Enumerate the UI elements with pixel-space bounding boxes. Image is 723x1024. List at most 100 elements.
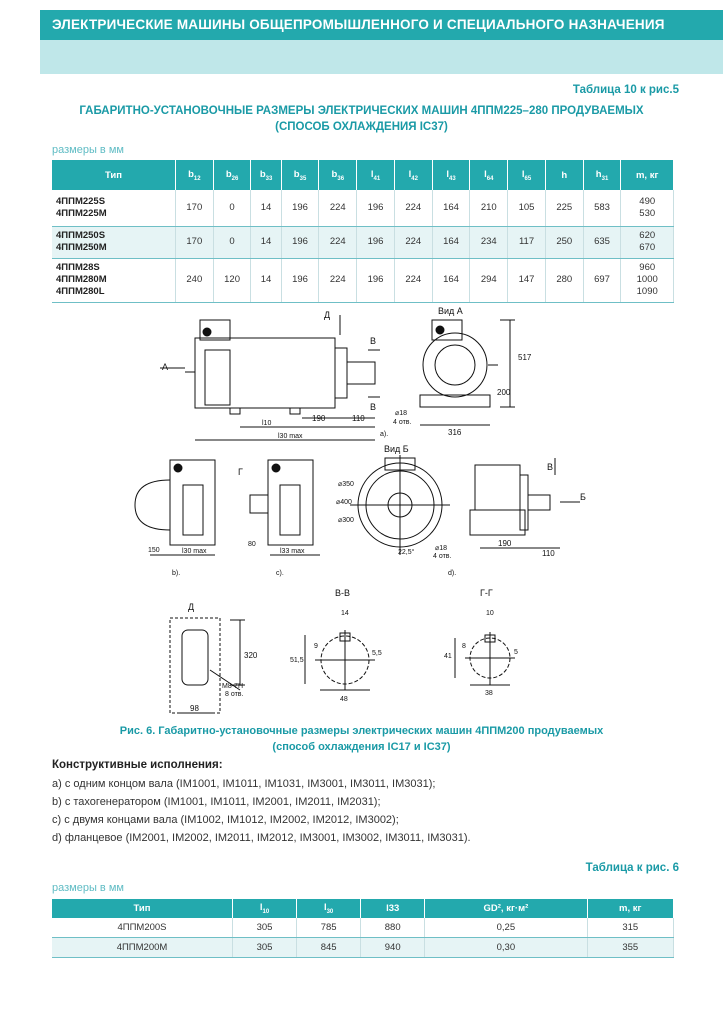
table1-header-sub: 42 (411, 175, 418, 182)
table1-header-11: h (545, 160, 584, 190)
label-section-vv: В-В (335, 588, 350, 598)
table1-header-sub: 64 (486, 175, 494, 182)
table1-header-main: l (408, 168, 412, 180)
section-gg (454, 632, 515, 686)
table1-header-main: l (446, 168, 450, 180)
table1-header-2: b26 (213, 160, 252, 190)
table1-cell: 224 (394, 190, 433, 227)
table2-cell: 880 (360, 918, 426, 938)
label-vv-14: 14 (341, 610, 349, 617)
table2-header-4: GD², кг·м² (424, 899, 588, 918)
table2-header-sub: 10 (262, 908, 270, 915)
table1-header-main: l (521, 168, 525, 180)
section-vv (304, 630, 375, 691)
label-d-detail: Д (188, 602, 194, 612)
table1-header-5: b36 (318, 160, 358, 190)
label-hole1: ⌀18 (395, 410, 407, 417)
table2-header-0: Тип (52, 899, 233, 918)
main-side-view (160, 315, 380, 441)
table1-header-6: l41 (356, 160, 395, 190)
label-316: 316 (448, 428, 462, 437)
table2-cell: 4ППМ200M (52, 937, 233, 958)
table1-cell: 196 (356, 190, 395, 227)
label-vv-515: 51,5 (290, 657, 304, 664)
table2-cell: 315 (587, 918, 675, 938)
table2-header-sub: 30 (326, 908, 334, 915)
table1-header-12: h31 (583, 160, 622, 190)
table2-header-1: l10 (232, 899, 298, 918)
table1-header-8: l43 (432, 160, 471, 190)
table1-header-1: b12 (175, 160, 214, 190)
label-vv-48: 48 (340, 696, 348, 703)
table1-cell: 224 (318, 226, 358, 259)
table1-header-0: Тип (52, 160, 176, 190)
table1-header-main: b (259, 168, 266, 180)
label-98: 98 (190, 704, 199, 713)
table1-header-main: b (293, 168, 300, 180)
label-110: 110 (352, 414, 365, 423)
table2-header-main: GD², кг·м² (483, 903, 529, 914)
table1-cell: 583 (583, 190, 622, 227)
page-header-title: ЭЛЕКТРИЧЕСКИЕ МАШИНЫ ОБЩЕПРОМЫШЛЕННОГО И… (52, 17, 665, 32)
table2-cell: 305 (232, 937, 298, 958)
label-vid-a: Вид А (438, 306, 463, 316)
table1-cell: 224 (318, 190, 358, 227)
label-vv-55: 5,5 (372, 650, 382, 657)
table1-header-sub: 31 (601, 175, 609, 182)
table1-header-main: m, кг (635, 169, 659, 181)
label-d: Д (324, 310, 330, 320)
table2-cell: 940 (360, 937, 426, 958)
label-v-bottom: В (370, 402, 376, 412)
table2-header-main: l33 (386, 903, 400, 914)
label-vid-b: Вид Б (384, 444, 409, 454)
table2-cell: 845 (296, 937, 362, 958)
label-150: 150 (148, 547, 160, 554)
table1-header-main: b (331, 168, 338, 180)
table2-cell: 355 (587, 937, 675, 958)
flange-side-view (469, 458, 580, 549)
table1-header-main: Тип (104, 169, 122, 181)
label-vv-9: 9 (314, 643, 318, 650)
table1-cell: 196 (281, 258, 320, 303)
label-l33max: l33 max (280, 548, 305, 555)
label-320: 320 (244, 651, 258, 660)
table1-cell: 196 (281, 226, 320, 259)
label-gg-41: 41 (444, 653, 452, 660)
table1-cell: 105 (507, 190, 546, 227)
label-517: 517 (518, 353, 532, 362)
table2-header-3: l33 (360, 899, 426, 918)
table1-header-main: l (370, 168, 374, 180)
page-header-band (40, 40, 723, 74)
constructions-title: Конструктивные исполнения: (52, 759, 223, 771)
table1-cell: 210 (469, 190, 509, 227)
table1-header-4: b35 (281, 160, 320, 190)
table1-cell: 234 (469, 226, 509, 259)
table1-header-13: m, кг (620, 160, 674, 190)
figure-caption-line1: Рис. 6. Габаритно-установочные размеры э… (119, 725, 604, 737)
table1-title-line2: (СПОСОБ ОХЛАЖДЕНИЯ IC37) (275, 121, 448, 133)
table1-header-7: l42 (394, 160, 433, 190)
table1-cell: 250 (545, 226, 584, 259)
sublabel-c: c). (276, 570, 284, 577)
label-hole2b: 4 отв. (433, 553, 452, 560)
sublabel-b: b). (172, 570, 180, 577)
table1-header-main: h (595, 168, 602, 180)
table1-cell: 170 (175, 226, 214, 259)
table1-cell: 0 (213, 190, 252, 227)
view-b-flange (350, 455, 450, 555)
table1-cell: 14 (250, 226, 282, 259)
table1-header-sub: 35 (299, 175, 307, 182)
table1-cell: 225 (545, 190, 584, 227)
figure-caption-line2: (способ охлаждения IC17 и IC37) (272, 741, 451, 753)
table1-cell: 164 (432, 190, 471, 227)
view-a (419, 319, 515, 426)
label-v-top: В (370, 336, 376, 346)
table1-header-10: l65 (507, 160, 546, 190)
table1-cell: 280 (545, 258, 584, 303)
construction-item-a: а) с одним концом вала (IM1001, IM1011, … (52, 778, 436, 790)
table2-cell: 4ППМ200S (52, 918, 233, 938)
label-v-flange: В (547, 462, 553, 472)
label-l30max-b: l30 max (182, 548, 207, 555)
